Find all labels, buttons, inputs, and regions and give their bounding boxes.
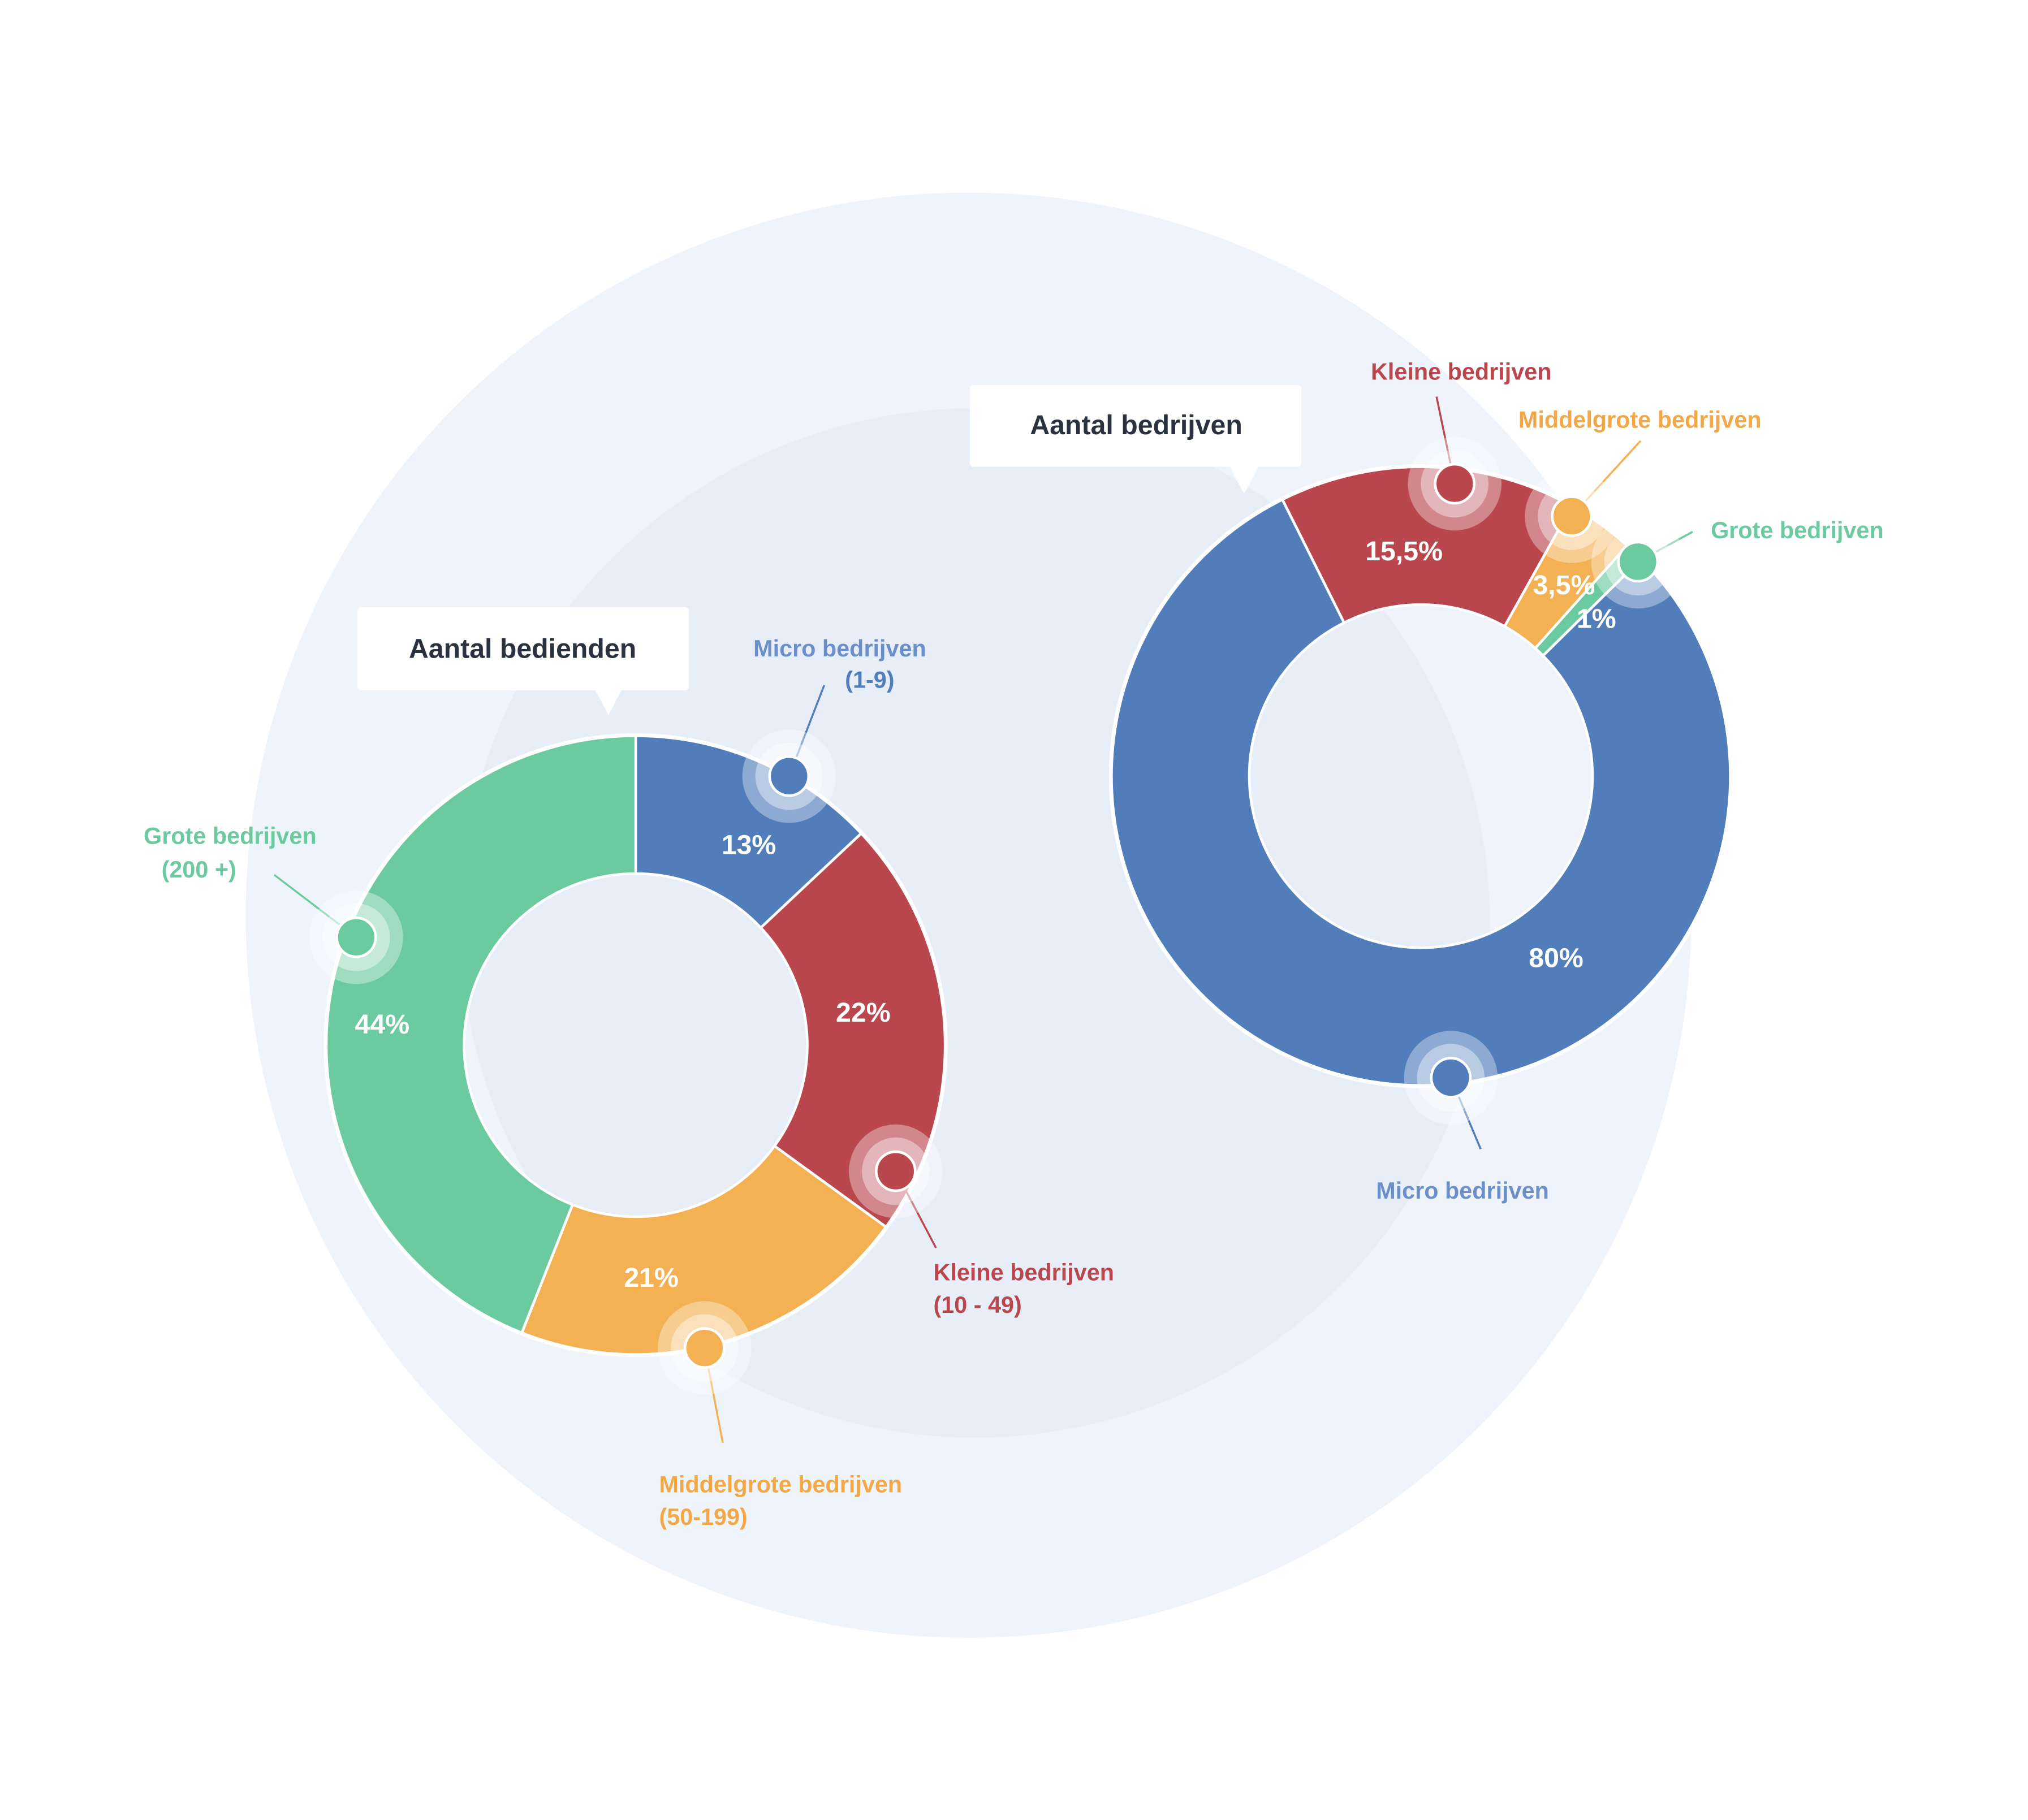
marker-dot [1434,462,1476,505]
donut-outline [323,733,948,1358]
marker-dot [875,1150,917,1192]
data-label: 15,5% [1365,536,1443,567]
legend-label: Grote bedrijven [1711,517,1884,543]
legend-label: Micro bedrijven [1376,1178,1549,1204]
donut-segment[interactable] [634,734,864,930]
data-label: 13% [722,830,776,861]
marker-dot [335,916,377,958]
marker-dot [1551,495,1593,537]
data-label: 3,5% [1533,570,1595,600]
legend-label: Middelgrote bedrijven [1518,407,1762,433]
data-label: 1% [1577,604,1616,634]
title-box-bedienden: Aantal bedienden [357,607,689,715]
donut-segment[interactable] [520,1144,888,1356]
legend-label: (200 +) [162,857,236,883]
legend-label: (1-9) [845,667,894,693]
legend-label: (10 - 49) [933,1292,1021,1318]
legend-label: Micro bedrijven [753,636,926,662]
legend-label: Kleine bedrijven [1371,359,1552,385]
donut-aantal-bedienden [323,733,948,1358]
data-label: 80% [1529,943,1583,974]
donut-segment[interactable] [759,831,947,1229]
donut-segment[interactable] [1280,465,1574,628]
title-box-bedrijven: Aantal bedrijven [969,384,1302,494]
donut-outline [1108,464,1733,1088]
chart-title: Aantal bedienden [409,634,636,664]
data-label: 44% [355,1009,410,1040]
legend-label: Middelgrote bedrijven [659,1471,902,1497]
marker-dot [768,755,810,797]
legend-label: Grote bedrijven [144,823,317,849]
marker-dot [1430,1057,1472,1099]
donut-aantal-bedrijven [1108,464,1733,1088]
legend-label: Kleine bedrijven [933,1260,1114,1286]
data-label: 22% [836,997,891,1028]
marker-dot [1617,541,1659,583]
marker-dot [684,1327,726,1369]
data-label: 21% [624,1263,679,1293]
donut-segment[interactable] [1110,498,1732,1087]
donut-segment[interactable] [325,734,637,1335]
legend-label: (50-199) [659,1504,747,1530]
chart-title: Aantal bedrijven [1030,410,1242,440]
